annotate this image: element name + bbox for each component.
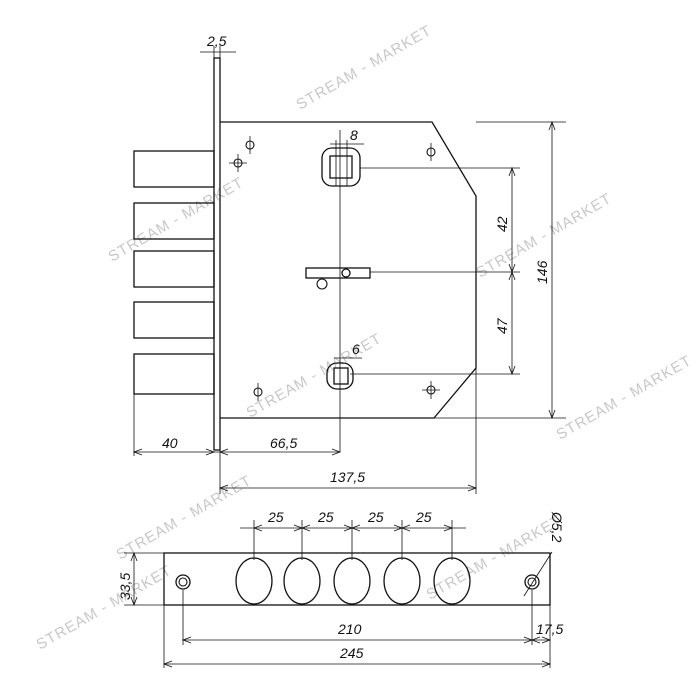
dim-bolt-pitch-3: 25 <box>367 509 384 525</box>
bolt-opening-1 <box>235 557 273 605</box>
mount-hole-left <box>175 574 191 590</box>
cam-pin <box>316 278 328 290</box>
bolt-opening-3 <box>333 557 371 605</box>
watermark-7: STREAM - MARKET <box>114 472 255 563</box>
dim-lower-distance: 47 <box>494 317 510 334</box>
watermark-5: STREAM - MARKET <box>34 562 175 653</box>
dim-upper-distance: 42 <box>494 216 510 232</box>
dim-plate-height: 33,5 <box>117 573 133 600</box>
dim-lower-square: 6 <box>352 341 360 357</box>
screw-holes <box>229 136 440 401</box>
keyhole-cam <box>305 267 371 290</box>
dim-backset: 66,5 <box>270 435 297 451</box>
upper-spindle-hub <box>321 140 361 187</box>
top-view-dimensions: 2,5 8 42 47 146 6 40 66,5 1 <box>132 33 556 494</box>
bolt-4 <box>133 301 215 339</box>
watermark-group: STREAM - MARKET STREAM - MARKET STREAM -… <box>34 22 695 653</box>
bolt-opening-2 <box>283 557 321 605</box>
keyhole-center <box>341 268 351 278</box>
bolt-1 <box>133 150 215 188</box>
dim-body-height: 146 <box>534 260 550 284</box>
watermark-2: STREAM - MARKET <box>244 330 385 421</box>
dim-bolt-pitch-2: 25 <box>317 509 334 525</box>
dim-bolt-pitch-4: 25 <box>415 509 432 525</box>
dim-body-width: 137,5 <box>330 469 365 485</box>
lock-body-outline <box>220 121 477 419</box>
cam-bar <box>305 267 371 279</box>
dim-plate-thickness: 2,5 <box>206 33 227 49</box>
bolt-group <box>133 150 215 395</box>
watermark-8: STREAM - MARKET <box>554 352 695 443</box>
dim-hole-edge: 17,5 <box>536 621 563 637</box>
front-plate <box>213 57 221 451</box>
dim-hole-diameter: Ø5,2 <box>549 511 565 543</box>
dim-hole-spacing: 210 <box>337 621 362 637</box>
bolt-opening-4 <box>383 557 421 605</box>
watermark-1: STREAM - MARKET <box>106 174 247 265</box>
dim-bolt-pitch-1: 25 <box>267 509 284 525</box>
dim-plate-length: 245 <box>339 645 364 661</box>
lower-spindle-square <box>333 367 349 385</box>
watermark-6: STREAM - MARKET <box>424 512 565 603</box>
bolt-5 <box>133 353 215 395</box>
faceplate-outline <box>163 552 551 606</box>
watermark-4: STREAM - MARKET <box>294 22 435 113</box>
dim-spindle-width: 8 <box>350 127 358 143</box>
upper-spindle-square <box>329 155 353 179</box>
bolt-3 <box>133 250 215 288</box>
dim-bolt-projection: 40 <box>162 435 178 451</box>
faceplate-view <box>163 520 551 668</box>
upper-hub-outer <box>321 147 361 187</box>
lock-body-view <box>133 57 566 452</box>
faceplate-dimensions: 25 25 25 25 Ø5,2 33,5 210 17,5 245 <box>117 509 565 668</box>
mount-hole-right <box>524 574 540 590</box>
bolt-2 <box>133 202 215 240</box>
